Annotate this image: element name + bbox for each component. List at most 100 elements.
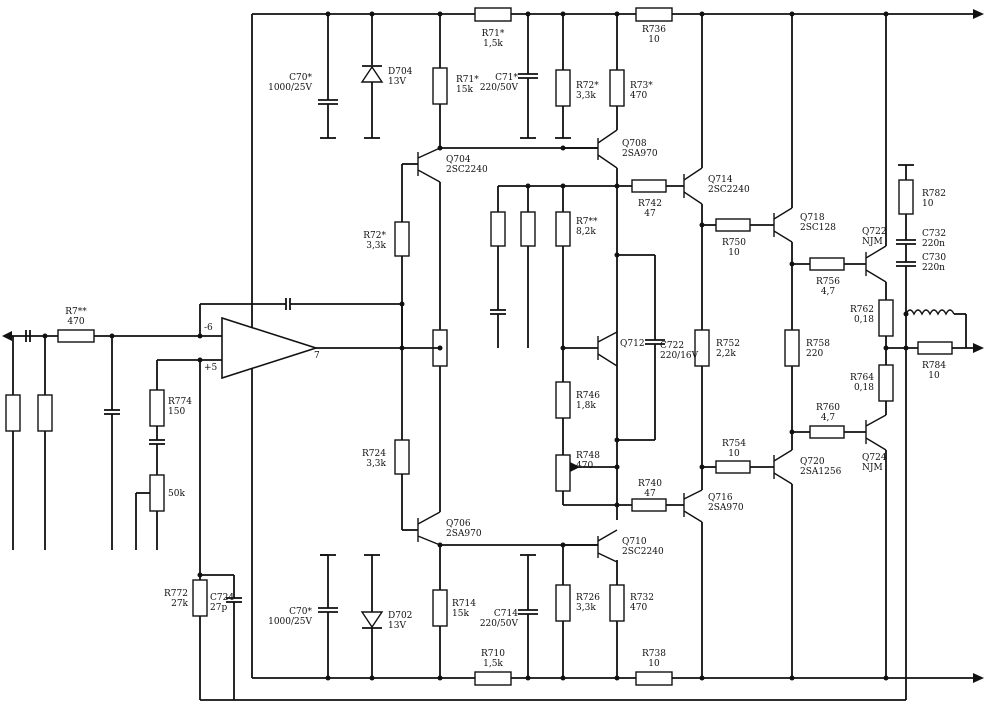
label-line: R732 (630, 593, 654, 603)
label-r71a: R71*1,5k (482, 29, 505, 49)
label-line: 27p (210, 603, 227, 613)
label-line: R784 (922, 361, 946, 371)
label-line: Q716 (708, 493, 733, 503)
label-line: 10 (648, 659, 660, 669)
label-line: 150 (168, 407, 185, 417)
label-line: 10 (922, 199, 934, 209)
label-line: 470 (576, 461, 593, 471)
label-line: R760 (816, 403, 840, 413)
label-line: C722 (660, 341, 684, 351)
label-line: 2SC2240 (708, 185, 750, 195)
junctions (42, 11, 909, 681)
label-line: C714 (494, 609, 518, 619)
label-line: R726 (576, 593, 600, 603)
label-line: Q708 (622, 139, 647, 149)
label-line: 3,3k (366, 241, 386, 251)
label-pot50k: 50k (168, 489, 185, 499)
label-line: 50k (168, 489, 185, 499)
label-line: 2SC2240 (446, 165, 488, 175)
label-line: R73* (630, 81, 653, 91)
label-line: R746 (576, 391, 600, 401)
voltage-amp-stage (394, 129, 684, 563)
label-line: R714 (452, 599, 476, 609)
label-line: R748 (576, 451, 600, 461)
label-line: 1,8k (576, 401, 596, 411)
label-line: 15k (456, 85, 473, 95)
label-line: 2SC2240 (622, 547, 664, 557)
label-line: R752 (716, 339, 740, 349)
label-line: Q720 (800, 457, 825, 467)
label-line: 2SA970 (622, 149, 658, 159)
label-line: 2,2k (716, 349, 736, 359)
supply-rails (251, 9, 984, 683)
label-line: 47 (644, 489, 656, 499)
label-line: C730 (922, 253, 946, 263)
opamp-out-pin: 7 (314, 351, 320, 361)
label-line: C732 (922, 229, 946, 239)
label-line: R7** (65, 307, 87, 317)
label-line: NJM (862, 237, 883, 247)
label-line: R740 (638, 479, 662, 489)
label-line: 3,3k (576, 91, 596, 101)
label-line: Q704 (446, 155, 471, 165)
label-line: D702 (388, 611, 412, 621)
label-line: 220n (922, 263, 945, 273)
opamp-noninv-pin: +5 (204, 363, 218, 373)
label-r7-in: R7**470 (65, 307, 87, 327)
label-line: 10 (728, 449, 740, 459)
label-line: 13V (388, 621, 406, 631)
label-line: R738 (642, 649, 666, 659)
label-line: 15k (452, 609, 469, 619)
label-line: 470 (67, 317, 84, 327)
label-line: 2SA970 (708, 503, 744, 513)
label-line: 220/50V (480, 619, 519, 629)
label-line: C71* (495, 73, 518, 83)
label-line: 1,5k (483, 39, 503, 49)
label-line: R71* (456, 75, 479, 85)
label-line: R724 (362, 449, 386, 459)
label-line: Q714 (708, 175, 733, 185)
label-line: 10 (648, 35, 660, 45)
label-r7-mid: R7**8,2k (576, 217, 598, 237)
label-line: 3,3k (366, 459, 386, 469)
label-r73: R73*470 (630, 81, 653, 101)
label-c71: C71*220/50V (480, 73, 519, 93)
label-line: 4,7 (821, 413, 836, 423)
label-line: 220/50V (480, 83, 519, 93)
label-line: 2SA1256 (800, 467, 842, 477)
label-line: 27k (171, 599, 188, 609)
label-line: R756 (816, 277, 840, 287)
label-line: 4,7 (821, 287, 836, 297)
label-r71b: R71*15k (456, 75, 479, 95)
label-line: R782 (922, 189, 946, 199)
label-line: C724 (210, 593, 234, 603)
label-line: R736 (642, 25, 666, 35)
